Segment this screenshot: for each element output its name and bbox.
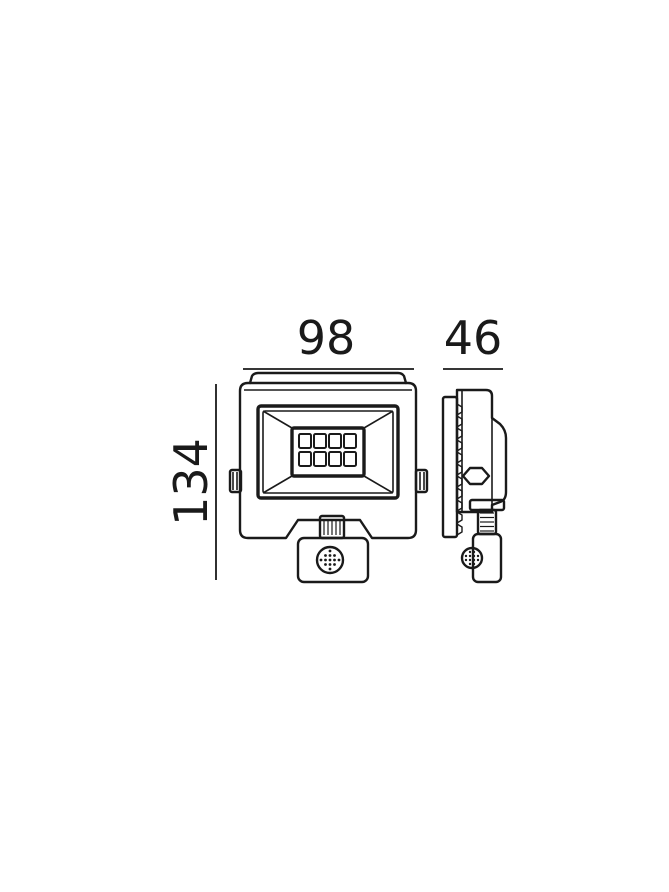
sensor-neck-ridges <box>323 519 341 535</box>
side-lens-dot <box>468 558 472 562</box>
side-sensor-lens <box>460 546 484 570</box>
led-chip <box>343 451 357 467</box>
front-housing-top-cap <box>248 371 408 385</box>
side-lens-dot <box>472 550 476 554</box>
lens-dot <box>328 558 332 562</box>
front-view <box>228 371 429 584</box>
led-chip <box>328 451 342 467</box>
lens-dot <box>328 567 332 571</box>
side-lens-dot <box>476 558 480 562</box>
lens-dot <box>337 558 341 562</box>
lens-dot <box>328 563 332 566</box>
side-lens-dot <box>472 554 476 558</box>
side-lens-dot <box>472 558 476 562</box>
led-chip <box>313 451 327 467</box>
led-chip <box>328 433 342 449</box>
side-neck-ridges <box>480 512 494 532</box>
side-view <box>441 388 508 584</box>
side-front-plate <box>441 395 459 539</box>
led-grid <box>298 433 357 467</box>
side-sensor-head <box>471 532 503 584</box>
lens-dot <box>333 563 336 566</box>
height-label: 134 <box>164 438 218 526</box>
side-lens-dot <box>468 562 472 566</box>
depth-label: 46 <box>444 311 503 365</box>
bezel-corner-tl <box>262 410 293 429</box>
front-bezel-inner <box>262 410 394 494</box>
side-lens-dot <box>464 558 468 562</box>
width-label: 98 <box>297 311 356 365</box>
sensor-lens <box>315 545 345 575</box>
bezel-corner-br <box>363 475 394 494</box>
side-sensor-lens-dots <box>464 550 480 566</box>
lens-dot <box>324 563 327 566</box>
lens-dot <box>328 554 332 557</box>
lens-dot <box>324 558 327 562</box>
bezel-corner-tr <box>363 410 394 429</box>
right-bracket-knob <box>414 468 429 494</box>
side-body <box>455 388 508 514</box>
sensor-lens-dots <box>319 549 341 571</box>
heatsink-fin <box>456 523 463 536</box>
front-bezel-outer <box>256 404 400 500</box>
led-panel <box>290 426 366 478</box>
side-lens-dot <box>476 554 480 558</box>
lens-dot <box>328 549 332 553</box>
bezel-corner-bl <box>262 475 293 494</box>
lens-dot <box>324 554 327 557</box>
side-lens-dot <box>468 554 472 558</box>
front-housing <box>238 381 418 540</box>
side-lens-dot <box>468 550 472 554</box>
lens-dot <box>319 558 323 562</box>
led-chip <box>343 433 357 449</box>
led-chip <box>313 433 327 449</box>
side-lens-dot <box>464 554 468 558</box>
left-bracket-knob <box>228 468 243 494</box>
lens-dot <box>333 558 336 562</box>
led-chip <box>298 433 312 449</box>
heatsink-fin <box>456 511 463 524</box>
side-hex-nut <box>461 466 491 486</box>
led-chip <box>298 451 312 467</box>
side-lens-dot <box>472 562 476 566</box>
sensor-head <box>296 536 370 584</box>
lens-dot <box>333 554 336 557</box>
dimension-lines <box>215 368 503 580</box>
